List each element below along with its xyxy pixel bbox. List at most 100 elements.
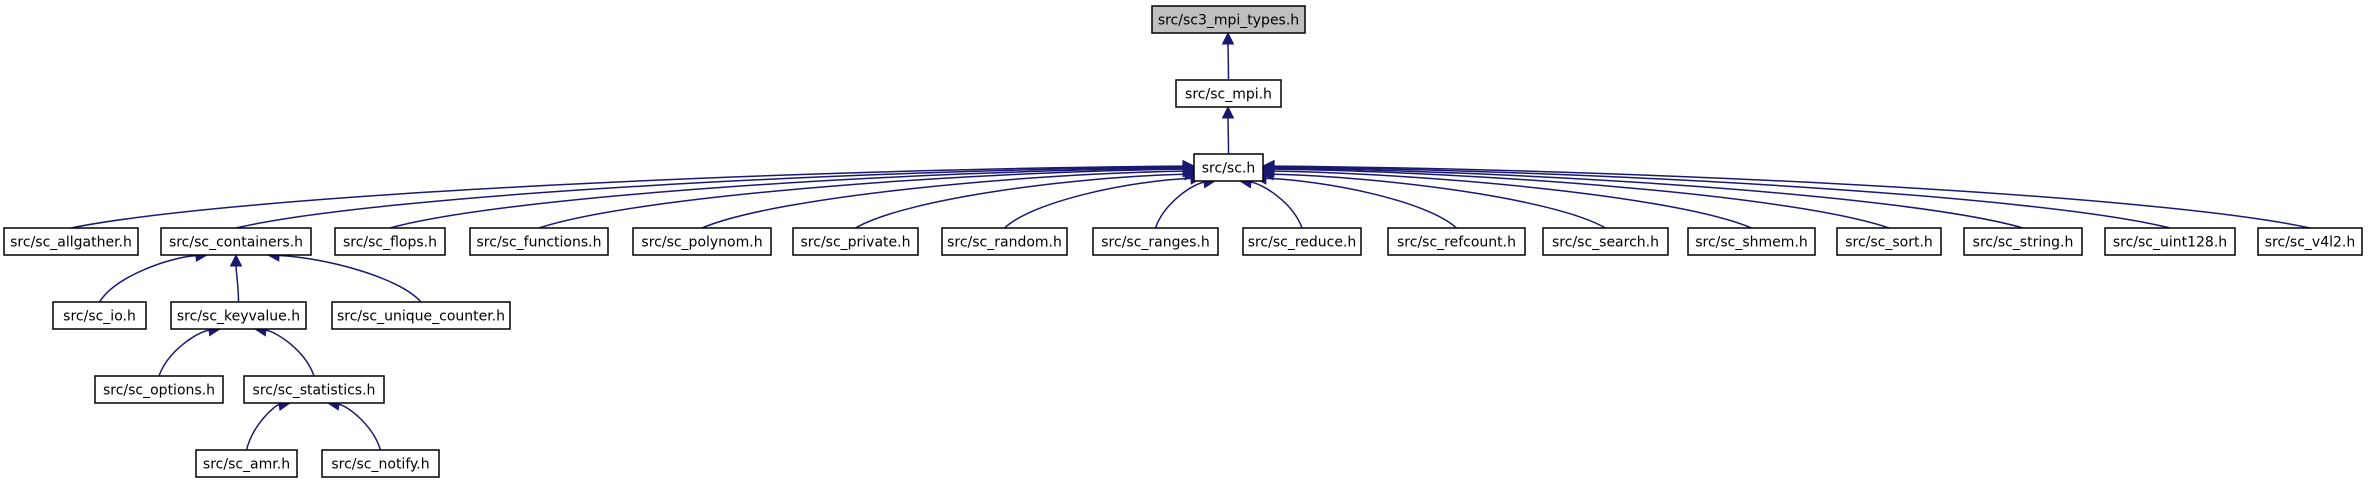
node-sc-string[interactable]: src/sc_string.h bbox=[1963, 227, 2083, 256]
node-sc-io[interactable]: src/sc_io.h bbox=[52, 301, 147, 330]
edge-sc_io-to-sc_containers bbox=[98, 249, 209, 303]
node-sc-notify[interactable]: src/sc_notify.h bbox=[321, 449, 440, 478]
node-sc-ranges[interactable]: src/sc_ranges.h bbox=[1092, 227, 1219, 256]
edge-sc_v4l2-to-sc bbox=[1261, 159, 2311, 229]
node-sc-mpi[interactable]: src/sc_mpi.h bbox=[1175, 79, 1282, 108]
node-label: src/sc_keyvalue.h bbox=[177, 309, 300, 325]
node-label: src/sc_refcount.h bbox=[1397, 235, 1516, 251]
node-box bbox=[2104, 227, 2236, 256]
node-box bbox=[170, 301, 307, 330]
node-sc-functions[interactable]: src/sc_functions.h bbox=[469, 227, 609, 256]
node-label: src/sc_polynom.h bbox=[641, 235, 762, 251]
node-box bbox=[94, 375, 224, 404]
node-sc-flops[interactable]: src/sc_flops.h bbox=[334, 227, 446, 256]
node-label: src/sc_notify.h bbox=[331, 457, 429, 473]
node-label: src/sc_unique_counter.h bbox=[337, 309, 505, 325]
node-box bbox=[1836, 227, 1942, 256]
node-box bbox=[469, 227, 609, 256]
node-box bbox=[1151, 5, 1306, 34]
edge-sc_reduce-to-sc bbox=[1238, 175, 1303, 229]
node-label: src/sc_uint128.h bbox=[2113, 235, 2227, 251]
node-label: src/sc3_mpi_types.h bbox=[1158, 13, 1299, 29]
node-box bbox=[321, 449, 440, 478]
node-box bbox=[3, 227, 139, 256]
edge-sc_options-to-sc_keyvalue bbox=[158, 323, 222, 377]
node-box bbox=[331, 301, 511, 330]
node-sc-uint128[interactable]: src/sc_uint128.h bbox=[2104, 227, 2236, 256]
node-box bbox=[941, 227, 1068, 256]
node-sc-search[interactable]: src/sc_search.h bbox=[1542, 227, 1669, 256]
node-box bbox=[334, 227, 446, 256]
node-sc-private[interactable]: src/sc_private.h bbox=[792, 227, 919, 256]
node-sc3-mpi-types: src/sc3_mpi_types.h bbox=[1151, 5, 1306, 34]
node-label: src/sc_statistics.h bbox=[253, 383, 376, 399]
edge-sc_random-to-sc bbox=[1003, 172, 1204, 229]
node-box bbox=[2257, 227, 2363, 256]
node-sc-containers[interactable]: src/sc_containers.h bbox=[160, 227, 312, 256]
node-label: src/sc_string.h bbox=[1973, 235, 2074, 251]
arrowhead-icon bbox=[1221, 31, 1235, 45]
node-label: src/sc_mpi.h bbox=[1185, 87, 1272, 103]
node-box bbox=[1193, 153, 1264, 182]
edge-sc_mpi-to-sc3_mpi_types bbox=[1221, 31, 1235, 81]
node-sc-amr[interactable]: src/sc_amr.h bbox=[195, 449, 298, 478]
node-box bbox=[1963, 227, 2083, 256]
node-label: src/sc_allgather.h bbox=[10, 235, 132, 251]
node-label: src/sc_shmem.h bbox=[1695, 235, 1808, 251]
node-sc-polynom[interactable]: src/sc_polynom.h bbox=[632, 227, 772, 256]
edge-sc-to-sc_mpi bbox=[1221, 105, 1235, 155]
arrowhead-icon bbox=[1261, 159, 1275, 173]
node-sc-options[interactable]: src/sc_options.h bbox=[94, 375, 224, 404]
node-label: src/sc_options.h bbox=[103, 383, 215, 399]
arrowhead-icon bbox=[229, 253, 243, 267]
node-sc-statistics[interactable]: src/sc_statistics.h bbox=[243, 375, 385, 404]
edge-sc_notify-to-sc_statistics bbox=[326, 398, 382, 451]
node-sc-v4l2[interactable]: src/sc_v4l2.h bbox=[2257, 227, 2363, 256]
node-box bbox=[1542, 227, 1669, 256]
node-sc-unique-counter[interactable]: src/sc_unique_counter.h bbox=[331, 301, 511, 330]
node-box bbox=[243, 375, 385, 404]
node-label: src/sc_private.h bbox=[801, 235, 911, 251]
node-box bbox=[792, 227, 919, 256]
nodes-layer: src/sc3_mpi_types.h src/sc_mpi.h src/sc.h s… bbox=[3, 5, 2363, 478]
node-label: src/sc_amr.h bbox=[203, 457, 290, 473]
edge-sc_unique_counter-to-sc_containers bbox=[266, 249, 422, 303]
node-label: src/sc_functions.h bbox=[477, 235, 602, 251]
edge-sc_statistics-to-sc_keyvalue bbox=[253, 324, 315, 377]
edge-sc_keyvalue-to-sc_containers bbox=[229, 253, 243, 303]
edge-sc_uint128-to-sc bbox=[1261, 160, 2171, 229]
node-label: src/sc_v4l2.h bbox=[2265, 235, 2355, 251]
node-sc-reduce[interactable]: src/sc_reduce.h bbox=[1242, 227, 1362, 256]
node-label: src/sc_random.h bbox=[947, 235, 1062, 251]
node-sc-keyvalue[interactable]: src/sc_keyvalue.h bbox=[170, 301, 307, 330]
node-sc[interactable]: src/sc.h bbox=[1193, 153, 1264, 182]
node-box bbox=[160, 227, 312, 256]
node-sc-sort[interactable]: src/sc_sort.h bbox=[1836, 227, 1942, 256]
edge-sc_amr-to-sc_statistics bbox=[245, 398, 292, 451]
node-sc-shmem[interactable]: src/sc_shmem.h bbox=[1687, 227, 1816, 256]
node-label: src/sc_sort.h bbox=[1845, 235, 1933, 251]
node-sc-refcount[interactable]: src/sc_refcount.h bbox=[1387, 227, 1526, 256]
node-label: src/sc_flops.h bbox=[343, 235, 437, 251]
node-label: src/sc_io.h bbox=[63, 309, 136, 325]
node-label: src/sc.h bbox=[1202, 161, 1255, 177]
arrowhead-icon bbox=[1221, 105, 1235, 119]
edges-layer bbox=[70, 31, 2311, 451]
node-box bbox=[1092, 227, 1219, 256]
node-box bbox=[1687, 227, 1816, 256]
edge-sc_refcount-to-sc bbox=[1253, 172, 1458, 229]
node-box bbox=[1387, 227, 1526, 256]
node-sc-random[interactable]: src/sc_random.h bbox=[941, 227, 1068, 256]
node-box bbox=[195, 449, 298, 478]
node-sc-allgather[interactable]: src/sc_allgather.h bbox=[3, 227, 139, 256]
edge-sc_ranges-to-sc bbox=[1154, 176, 1217, 229]
node-box bbox=[52, 301, 147, 330]
node-box bbox=[1242, 227, 1362, 256]
node-box bbox=[1175, 79, 1282, 108]
node-box bbox=[632, 227, 772, 256]
node-label: src/sc_ranges.h bbox=[1101, 235, 1209, 251]
node-label: src/sc_containers.h bbox=[169, 235, 303, 251]
node-label: src/sc_search.h bbox=[1552, 235, 1659, 251]
node-label: src/sc_reduce.h bbox=[1248, 235, 1357, 251]
